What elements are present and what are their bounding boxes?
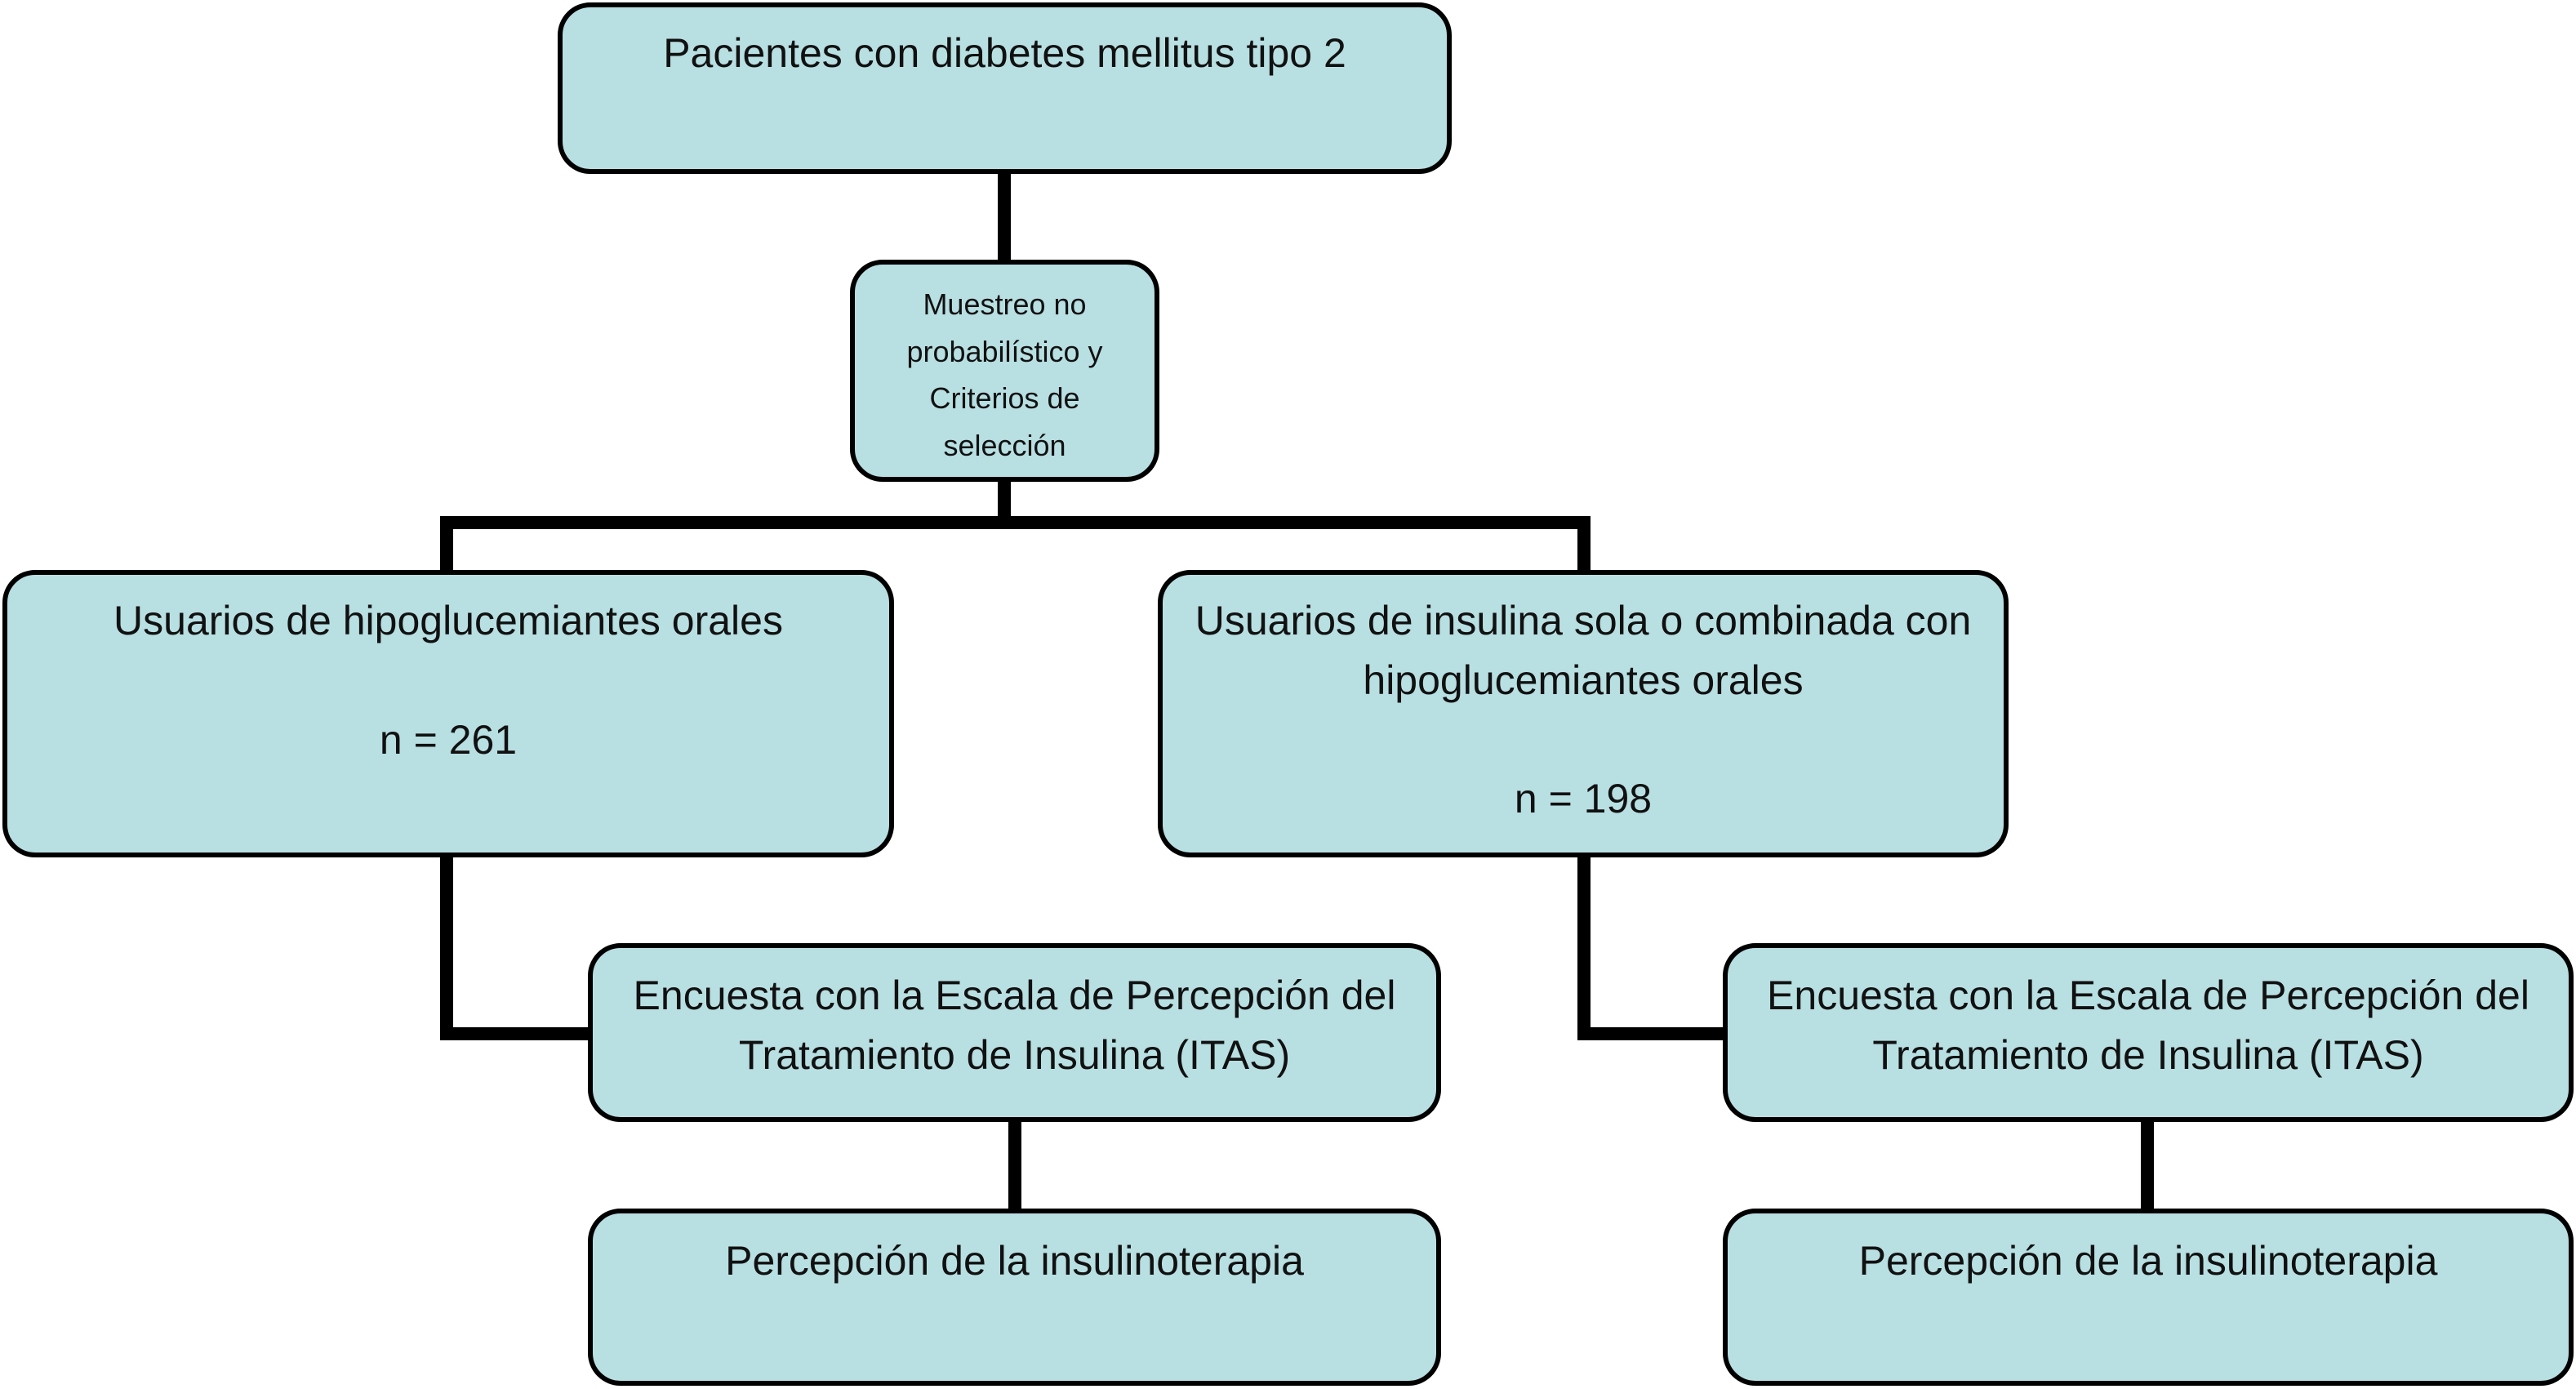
left-survey-label-line-1: Encuesta con la Escala de Percepción del (633, 973, 1396, 1018)
connector-right-to-survey (1577, 856, 1724, 1040)
sampling-box: Muestreo no probabilístico y Criterios d… (850, 260, 1159, 482)
insulin-users-box: Usuarios de insulina sola o combinada co… (1158, 570, 2009, 857)
oral-users-label: Usuarios de hipoglucemiantes orales (113, 598, 783, 643)
connector-sampling-to-branches (440, 482, 1591, 572)
sampling-label-line-4: selección (943, 428, 1066, 462)
right-survey-box: Encuesta con la Escala de Percepción del… (1723, 943, 2574, 1122)
right-survey-label-line-1: Encuesta con la Escala de Percepción del (1767, 973, 2529, 1018)
insulin-users-label-line-2: hipoglucemiantes orales (1363, 657, 1804, 703)
insulin-users-count: n = 198 (1514, 776, 1653, 821)
sampling-label-line-2: probabilístico y (906, 334, 1103, 368)
right-outcome-box: Percepción de la insulinoterapia (1723, 1209, 2574, 1386)
sampling-label-line-1: Muestreo no (923, 287, 1087, 321)
oral-users-count: n = 261 (379, 716, 518, 763)
sampling-label-line-3: Criterios de (929, 381, 1080, 416)
oral-users-box: Usuarios de hipoglucemiantes orales n = … (2, 570, 894, 857)
connector-left-to-survey (440, 856, 589, 1040)
left-survey-label-line-2: Tratamiento de Insulina (ITAS) (738, 1031, 1291, 1078)
patients-label: Pacientes con diabetes mellitus tipo 2 (663, 30, 1346, 76)
oral-users-spacer (7, 651, 889, 710)
right-survey-label-line-2: Tratamiento de Insulina (ITAS) (1872, 1031, 2424, 1078)
right-outcome-label: Percepción de la insulinoterapia (1858, 1238, 2438, 1284)
insulin-users-spacer (1163, 710, 2004, 769)
patients-box: Pacientes con diabetes mellitus tipo 2 (558, 2, 1452, 174)
left-survey-box: Encuesta con la Escala de Percepción del… (588, 943, 1441, 1122)
left-outcome-label: Percepción de la insulinoterapia (725, 1238, 1304, 1284)
left-outcome-box: Percepción de la insulinoterapia (588, 1209, 1441, 1386)
insulin-users-label-line-1: Usuarios de insulina sola o combinada co… (1195, 598, 1972, 643)
